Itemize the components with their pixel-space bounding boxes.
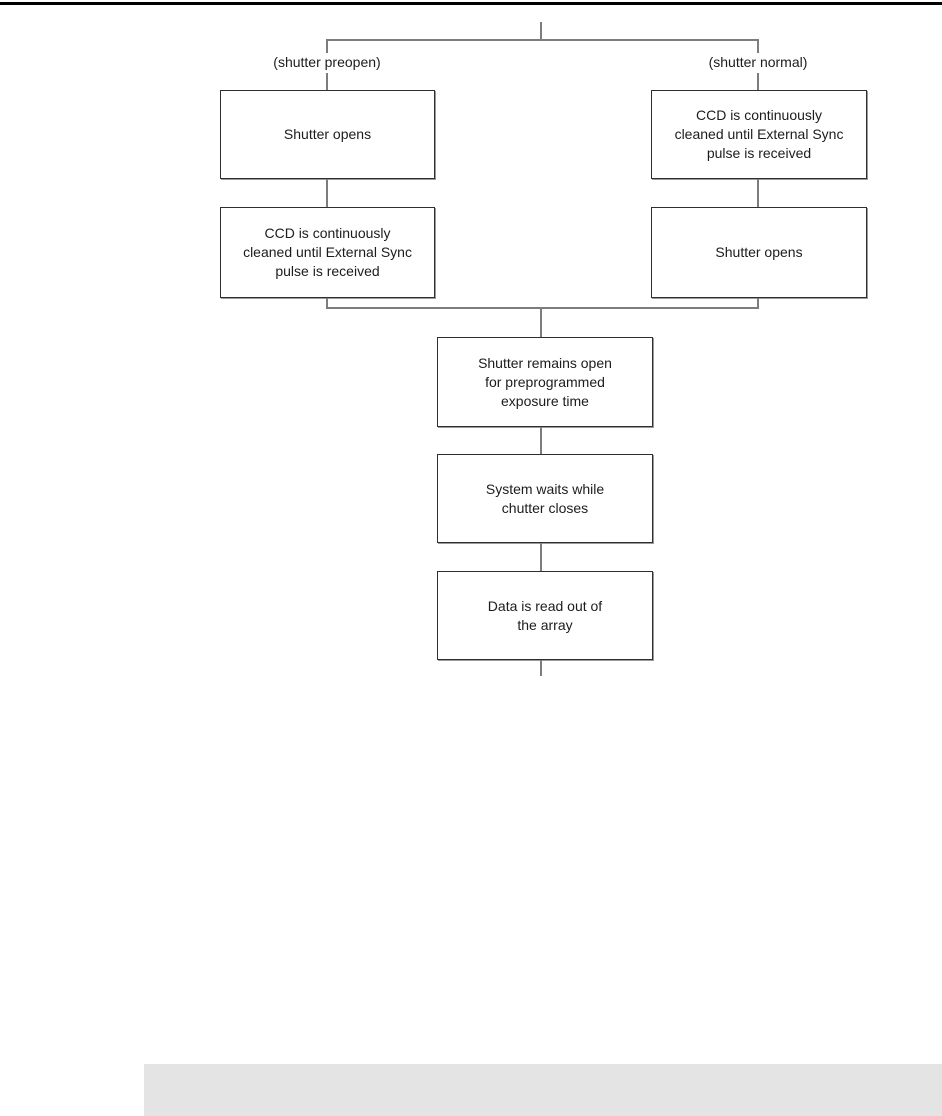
connector-right-drop-lower xyxy=(757,73,759,90)
connector-right-between-boxes xyxy=(757,179,759,207)
page-top-rule xyxy=(0,2,942,5)
branch-label-shutter-preopen: (shutter preopen) xyxy=(273,54,381,70)
flow-node-system-waits: System waits while chutter closes xyxy=(437,454,653,543)
flow-node-right-ccd-cleaned: CCD is continuously cleaned until Extern… xyxy=(651,90,867,179)
flow-node-left-ccd-cleaned: CCD is continuously cleaned until Extern… xyxy=(220,207,435,298)
connector-branch-split xyxy=(326,39,759,41)
connector-merge-line xyxy=(326,307,759,309)
connector-merge-to-box xyxy=(540,309,542,337)
connector-left-between-boxes xyxy=(326,179,328,207)
flow-node-left-shutter-opens: Shutter opens xyxy=(220,90,435,179)
connector-left-to-merge xyxy=(326,298,328,309)
flow-node-right-shutter-opens: Shutter opens xyxy=(651,207,867,298)
footer-gray-bar xyxy=(144,1064,942,1116)
connector-bottom-tail xyxy=(540,660,542,676)
connector-left-drop-upper xyxy=(326,41,328,53)
connector-top-stem xyxy=(540,22,542,40)
connector-main-2 xyxy=(540,543,542,571)
connector-left-drop-lower xyxy=(326,73,328,90)
flow-node-shutter-remains-open: Shutter remains open for preprogrammed e… xyxy=(437,337,653,427)
flow-node-data-read-out: Data is read out of the array xyxy=(437,571,653,660)
connector-right-to-merge xyxy=(757,298,759,309)
connector-main-1 xyxy=(540,427,542,454)
branch-label-shutter-normal: (shutter normal) xyxy=(708,54,808,70)
connector-right-drop-upper xyxy=(757,41,759,53)
